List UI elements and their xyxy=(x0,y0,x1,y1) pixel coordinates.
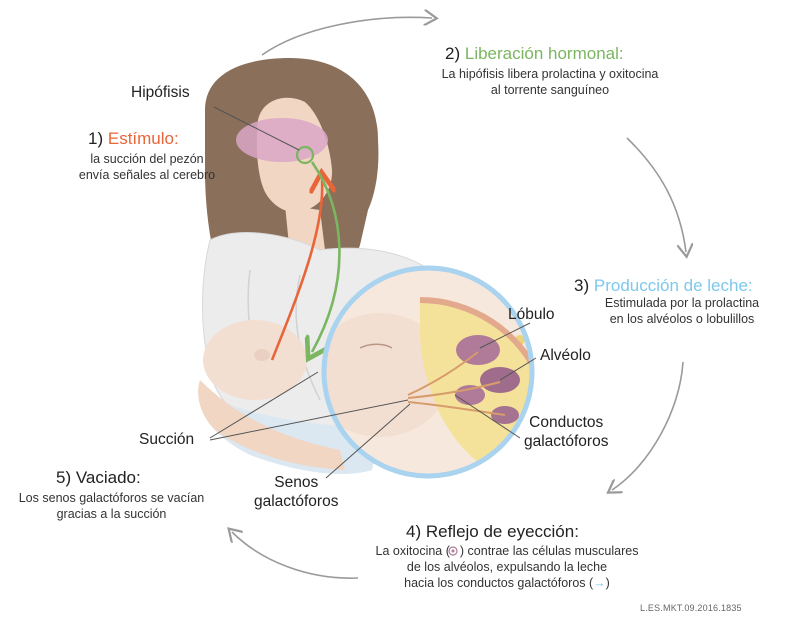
label-conductos: Conductos galactóforos xyxy=(524,413,608,451)
label-alveolo: Alvéolo xyxy=(540,347,591,364)
cycle-arrow-3-to-4 xyxy=(612,361,684,490)
woman-arm xyxy=(198,380,345,470)
duct-arrow-icon: → xyxy=(593,576,606,590)
label-hipofisis: Hipófisis xyxy=(131,84,190,101)
cycle-arrow-1-to-2 xyxy=(261,17,432,56)
step-3-number: 3) xyxy=(574,276,590,295)
label-senos-line-2: galactóforos xyxy=(254,493,339,510)
step-3-description: Estimulada por la prolactina en los alvé… xyxy=(582,295,782,327)
step-2-line-1: La hipófisis libera prolactina y oxitoci… xyxy=(441,67,659,81)
step-1-line-2: envía señales al cerebro xyxy=(78,168,216,182)
step-3-line-1: Estimulada por la prolactina xyxy=(604,296,760,310)
label-conductos-line-1: Conductos xyxy=(529,414,604,431)
step-5-title: 5) Vaciado: xyxy=(56,468,141,488)
step-3-heading: Producción de leche: xyxy=(593,276,753,295)
step-4-line-1b: ) contrae las células musculares xyxy=(459,544,639,558)
step-4-line-3: hacia los conductos galactóforos (→) xyxy=(352,575,662,591)
step-4-line-1a: La oxitocina ( xyxy=(375,544,450,558)
alveolus-contract-icon xyxy=(448,546,458,556)
step-5-description: Los senos galactóforos se vacían gracias… xyxy=(4,490,219,522)
conductos-leader xyxy=(454,394,521,439)
lobulo-leader xyxy=(479,322,531,349)
inset-baby-face xyxy=(324,313,450,437)
senos-leader xyxy=(325,403,411,479)
step-2-heading: Liberación hormonal: xyxy=(464,44,624,63)
label-lobulo: Lóbulo xyxy=(508,306,555,323)
cycle-arrow-2-to-3 xyxy=(626,137,686,252)
stimulus-arrow xyxy=(270,180,322,361)
step-5-heading: 5) Vaciado: xyxy=(56,468,141,487)
step-2-title: 2) Liberación hormonal: xyxy=(445,44,624,64)
label-senos-line-1: Senos xyxy=(274,474,319,491)
step-5-line-2: gracias a la succión xyxy=(56,507,167,521)
step-1-heading: Estímulo: xyxy=(107,129,179,148)
step-1-description: la succión del pezón envía señales al ce… xyxy=(52,151,242,183)
succion-leader-2 xyxy=(209,371,319,439)
step-3-title: 3) Producción de leche: xyxy=(574,276,753,296)
step-4-line-2: de los alvéolos, expulsando la leche xyxy=(406,560,608,574)
step-2-description: La hipófisis libera prolactina y oxitoci… xyxy=(410,66,690,98)
cycle-arrow-4-to-5 xyxy=(232,532,359,579)
label-senos: Senos galactóforos xyxy=(254,473,338,511)
hipofisis-leader xyxy=(213,106,300,151)
brain xyxy=(236,118,328,162)
step-3-line-2: en los alvéolos o lobulillos xyxy=(609,312,755,326)
inset-ring xyxy=(321,265,535,479)
step-4-line-1: La oxitocina ( ) contrae las células musc… xyxy=(352,543,662,559)
step-1-number: 1) xyxy=(88,129,104,148)
step-1-line-1: la succión del pezón xyxy=(90,152,204,166)
step-2-line-2: al torrente sanguíneo xyxy=(490,83,610,97)
hormone-arrow xyxy=(312,161,341,352)
step-4-heading: 4) Reflejo de eyección: xyxy=(406,522,579,541)
step-4-line-3b: ) xyxy=(605,576,610,590)
label-succion: Succión xyxy=(139,431,195,448)
alveolo-leader xyxy=(499,357,537,381)
milk-duct xyxy=(407,351,479,396)
step-2-number: 2) xyxy=(445,44,461,63)
step-1-title: 1) Estímulo: xyxy=(88,129,179,149)
step-4-description: La oxitocina ( ) contrae las células musc… xyxy=(352,543,662,591)
label-conductos-line-2: galactóforos xyxy=(524,433,609,450)
step-4-title: 4) Reflejo de eyección: xyxy=(406,522,579,542)
step-5-line-1: Los senos galactóforos se vacían xyxy=(18,491,205,505)
step-4-line-3a: hacia los conductos galactóforos ( xyxy=(404,576,594,590)
document-code: L.ES.MKT.09.2016.1835 xyxy=(640,603,742,613)
succion-leader xyxy=(209,399,409,441)
hipofisis-marker xyxy=(295,145,315,165)
lobule xyxy=(456,335,500,365)
